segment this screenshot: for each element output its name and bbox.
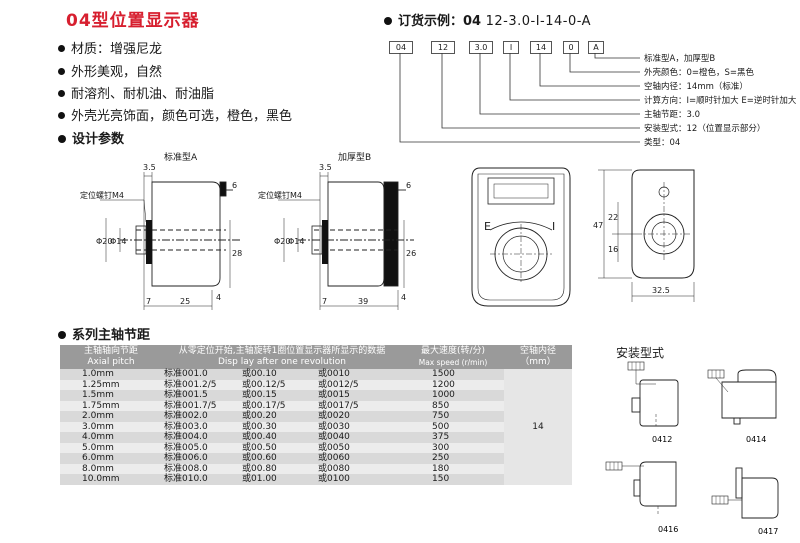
order-example-heading: 订货示例：04 12-3.0-I-14-0-A	[384, 10, 591, 29]
order-leader-lines	[399, 53, 640, 143]
table-row: 10.0mm 标准010.0 或01.00 或0100 150	[60, 474, 572, 485]
code-box-type: 04	[389, 41, 413, 54]
dim-label: 4	[216, 293, 221, 302]
bullet-icon	[58, 68, 65, 75]
table-row: 1.5mm 标准001.5 或00.15 或0015 1000	[60, 390, 572, 401]
bullet-icon	[58, 112, 65, 119]
table-row: 3.0mm 标准003.0 或00.30 或0030 500	[60, 421, 572, 432]
install-label-0417: 0417	[758, 527, 778, 536]
dim-label: Φ14	[288, 237, 304, 246]
drawing-standard-a: 3.5 6 Φ20 Φ14 28 4 7 25 定位螺钉M4	[80, 163, 242, 310]
bullet-icon	[58, 90, 65, 97]
dim-label: Φ20	[274, 237, 290, 246]
dim-label: 39	[358, 297, 368, 306]
install-label-0416: 0416	[658, 525, 678, 534]
code-box-install: 12	[431, 41, 455, 54]
screw-label: 定位螺钉M4	[80, 190, 124, 200]
dim-label: 7	[146, 297, 151, 306]
table-row: 1.75mm 标准001.7/5 或00.17/5 或0017/5 850	[60, 400, 572, 411]
dim-label: 25	[180, 297, 190, 306]
legend-direction: 计算方向：I=顺时针加大 E=逆时针加大	[644, 96, 797, 106]
legend-type: 类型：04	[644, 138, 681, 148]
install-heading: 安装型式	[616, 346, 665, 360]
dim-label: 3.5	[319, 163, 332, 172]
legend-bore: 空轴内径：14mm（标准）	[644, 82, 748, 92]
header-bore: 空轴内径（mm）	[504, 345, 572, 369]
install-drawings: 0412 0414 0416 0417	[605, 361, 779, 536]
legend-install: 安装型式：12（位置显示部分）	[644, 124, 766, 134]
dim-label: 16	[608, 245, 618, 254]
legend-model: 标准型A，加厚型B	[644, 54, 716, 64]
dim-label: 3.5	[143, 163, 156, 172]
legend-color: 外壳颜色：0=橙色，S=黑色	[644, 68, 755, 78]
direction-i-label: I	[552, 220, 555, 233]
dim-label: 26	[406, 249, 416, 258]
bullet-icon	[58, 45, 65, 52]
dim-label: 6	[406, 181, 411, 190]
feature-item: 材质：增强尼龙	[58, 38, 162, 57]
code-box-bore: 14	[530, 41, 552, 54]
install-label-0412: 0412	[652, 435, 672, 444]
drawing-thick-b: 3.5 6 Φ20 Φ14 26 4 7 39 定位螺钉M4	[258, 163, 416, 310]
drawing-title-standard: 标准型A	[164, 153, 198, 163]
header-speed: 最大速度(转/分)Max speed (r/min)	[402, 345, 504, 369]
dim-label: 32.5	[652, 286, 670, 295]
legend-pitch: 主轴节距：3.0	[644, 110, 701, 120]
drawing-title-thick: 加厚型B	[338, 153, 372, 163]
dim-label: 47	[593, 221, 603, 230]
direction-e-label: E	[484, 220, 491, 233]
install-label-0414: 0414	[746, 435, 766, 444]
bullet-icon	[58, 134, 66, 143]
table-row: 4.0mm 标准004.0 或00.40 或0040 375	[60, 432, 572, 443]
bullet-icon	[58, 330, 66, 339]
dim-label: 22	[608, 213, 618, 222]
table-row: 5.0mm 标准005.0 或00.50 或0050 300	[60, 442, 572, 453]
code-box-pitch: 3.0	[469, 41, 493, 54]
dim-label: 28	[232, 249, 242, 258]
code-box-direction: I	[503, 41, 519, 54]
table-row: 1.25mm 标准001.2/5 或00.12/5 或0012/5 1200	[60, 379, 572, 390]
drawing-side-view: 47 22 16 32.5	[593, 169, 695, 302]
dim-label: 4	[401, 293, 406, 302]
table-row: 2.0mm 标准002.0 或00.20 或0020 750	[60, 411, 572, 422]
dim-label: Φ14	[110, 237, 126, 246]
table-row: 1.0mm 标准001.0 或00.10 或0010 1500 14	[60, 369, 572, 485]
design-params-heading: 设计参数	[58, 128, 124, 147]
page-title: 04型位置显示器	[66, 11, 200, 31]
dim-label: 7	[322, 297, 327, 306]
bullet-icon	[384, 16, 392, 25]
order-code: 12-3.0-I-14-0-A	[485, 14, 592, 29]
code-box-color: 0	[563, 41, 579, 54]
screw-label: 定位螺钉M4	[258, 190, 302, 200]
feature-item: 外壳光亮饰面，颜色可选，橙色，黑色	[58, 105, 292, 124]
series-pitch-heading: 系列主轴节距	[58, 324, 150, 343]
table-row: 8.0mm 标准008.0 或00.80 或0080 180	[60, 463, 572, 474]
feature-item: 外形美观，自然	[58, 61, 162, 80]
feature-item: 耐溶剂、耐机油、耐油脂	[58, 83, 214, 102]
code-box-model: A	[588, 41, 604, 54]
table-row: 6.0mm 标准006.0 或00.60 或0060 250	[60, 453, 572, 464]
drawing-front-view: E I	[471, 167, 571, 307]
dim-label: Φ20	[96, 237, 112, 246]
bore-value: 14	[504, 369, 572, 485]
dim-label: 6	[232, 181, 237, 190]
